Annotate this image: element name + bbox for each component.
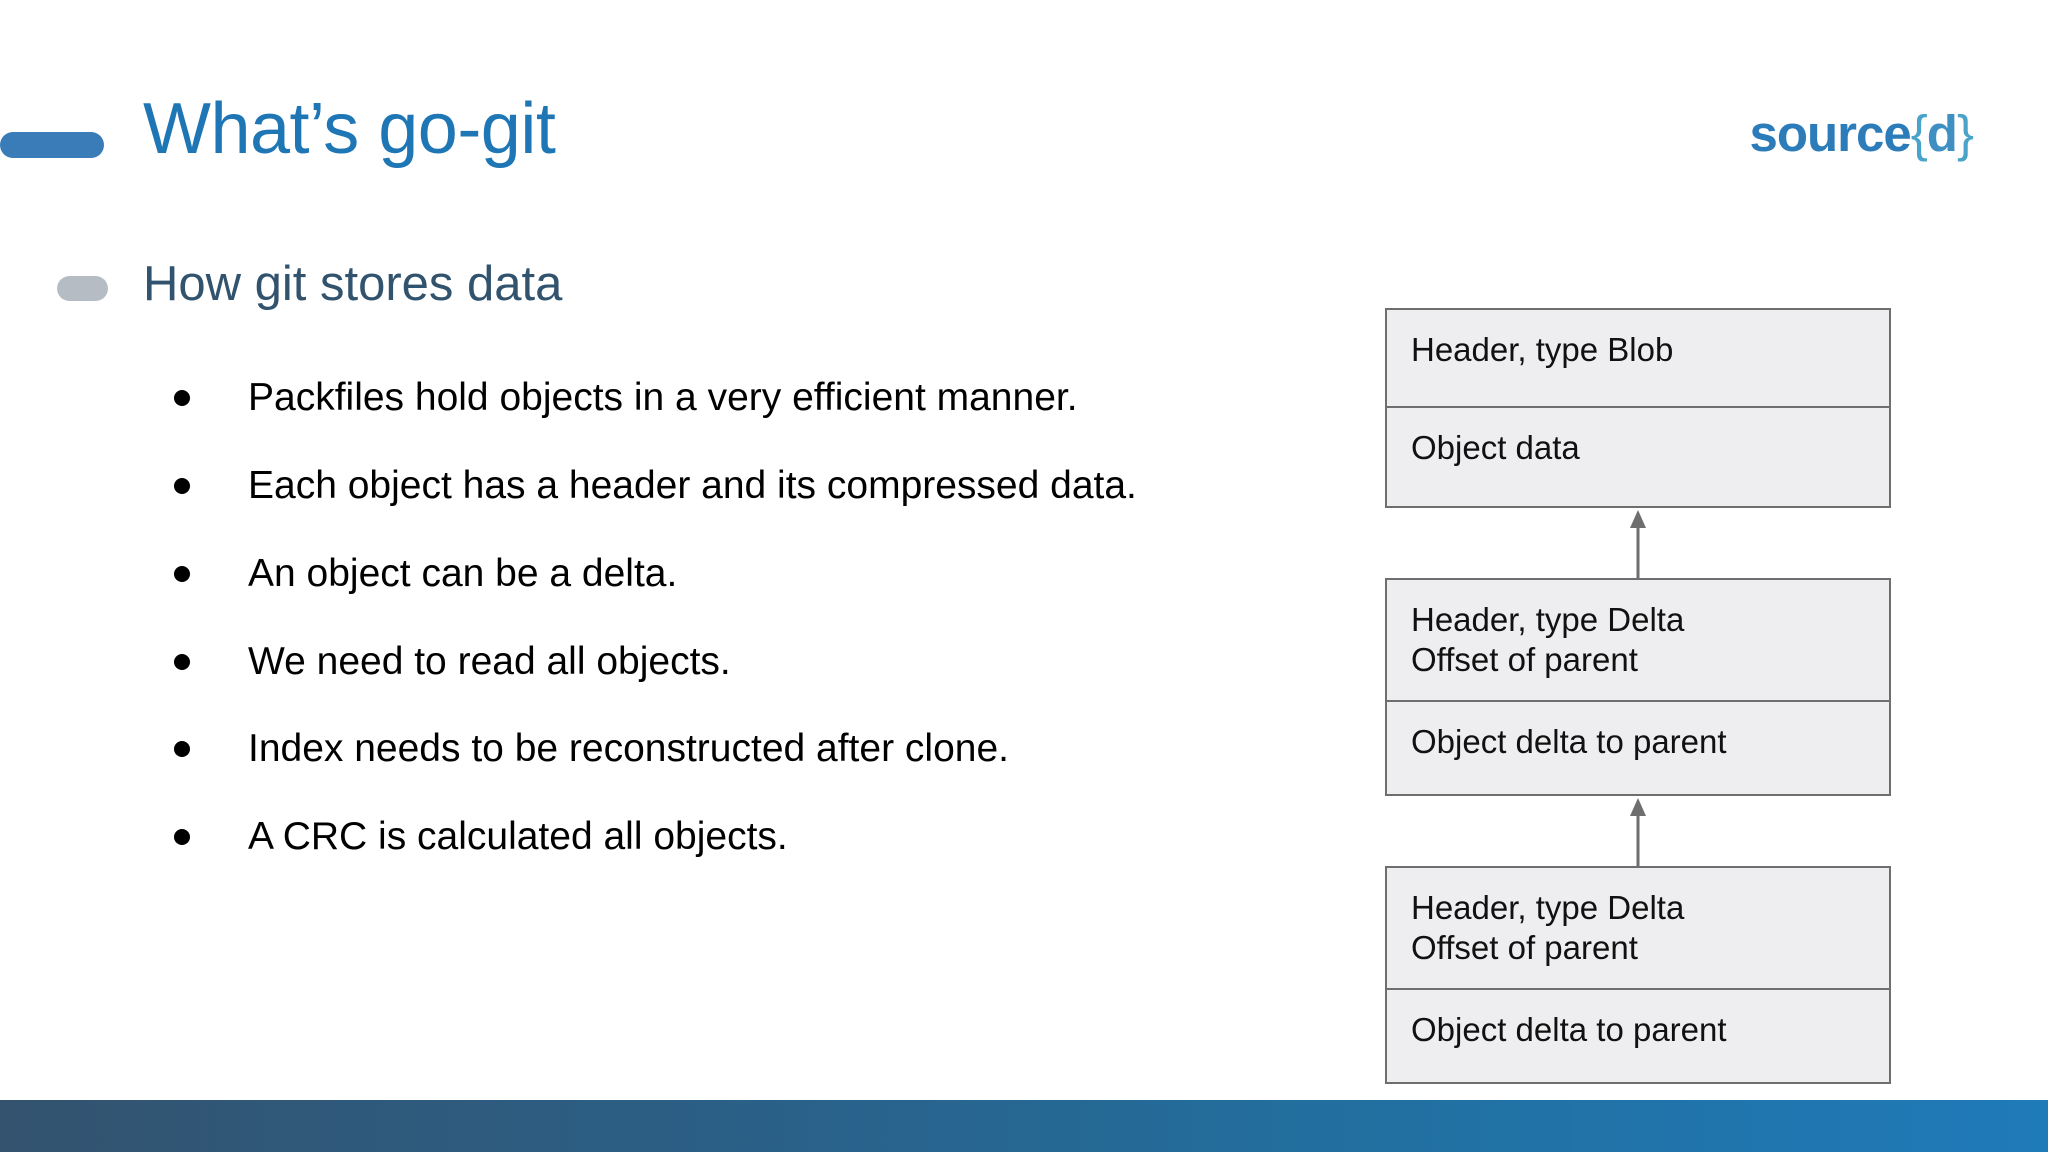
bullet-text: An object can be a delta. [248,551,678,595]
bullet-text: Index needs to be reconstructed after cl… [248,727,1009,771]
list-item: We need to read all objects. [170,636,1290,688]
diagram-cell-data: Object delta to parent [1387,702,1889,794]
list-item: Packfiles hold objects in a very efficie… [170,372,1290,424]
diagram-data-line: Object delta to parent [1411,1010,1727,1048]
diagram-data-line: Object data [1411,429,1580,466]
diagram-header-line2: Offset of parent [1411,640,1638,678]
diagram-header-line1: Header, type Delta [1411,601,1685,638]
logo-brace-open: { [1910,105,1928,162]
bullet-dot-icon [174,390,190,406]
page-title: What’s go-git [143,89,556,169]
bullet-text: A CRC is calculated all objects. [248,815,788,859]
list-item: Index needs to be reconstructed after cl… [170,723,1290,775]
bullet-text: Packfiles hold objects in a very efficie… [248,376,1078,419]
bullet-text: We need to read all objects. [248,639,731,683]
section-subtitle: How git stores data [143,257,563,311]
diagram-box-delta-2: Header, type Delta Offset of parent Obje… [1385,865,1891,1084]
diagram-arrow-1 [1385,508,1891,578]
bullet-dot-icon [174,829,190,846]
arrow-up-icon [1630,510,1646,578]
diagram-header-line1: Header, type Blob [1411,331,1674,368]
logo-letter-d: d [1926,105,1958,162]
list-item: A CRC is calculated all objects. [170,811,1290,863]
list-item: An object can be a delta. [170,548,1290,600]
logo-word: source [1749,105,1912,162]
diagram-data-line: Object delta to parent [1411,722,1727,760]
bullet-list: Packfiles hold objects in a very efficie… [170,372,1290,863]
sourced-logo: source{d} [1749,105,1975,162]
diagram-header-line2: Offset of parent [1411,928,1638,966]
bullet-dot-icon [174,565,190,582]
list-item: Each object has a header and its compres… [170,460,1290,512]
diagram-box-delta-1: Header, type Delta Offset of parent Obje… [1385,578,1891,796]
packfile-object-diagram: Header, type Blob Object data Header, ty… [1385,308,1891,1084]
bullet-dot-icon [174,653,190,670]
arrow-up-icon [1630,797,1646,866]
title-accent-bar [0,132,104,158]
diagram-cell-header: Header, type Delta Offset of parent [1387,580,1889,702]
diagram-cell-header: Header, type Blob [1387,310,1889,408]
bullet-dot-icon [174,741,190,758]
diagram-header-line1: Header, type Delta [1411,888,1685,926]
diagram-arrow-2 [1385,796,1891,866]
diagram-box-blob: Header, type Blob Object data [1385,308,1891,508]
diagram-cell-data: Object delta to parent [1387,990,1889,1082]
bullet-text: Each object has a header and its compres… [248,463,1137,507]
diagram-cell-data: Object data [1387,408,1889,506]
footer-gradient-bar [0,1100,2048,1152]
subtitle-marker-icon [57,276,108,301]
logo-brace-close: } [1956,105,1974,162]
diagram-cell-header: Header, type Delta Offset of parent [1387,868,1889,990]
bullet-dot-icon [174,477,190,494]
